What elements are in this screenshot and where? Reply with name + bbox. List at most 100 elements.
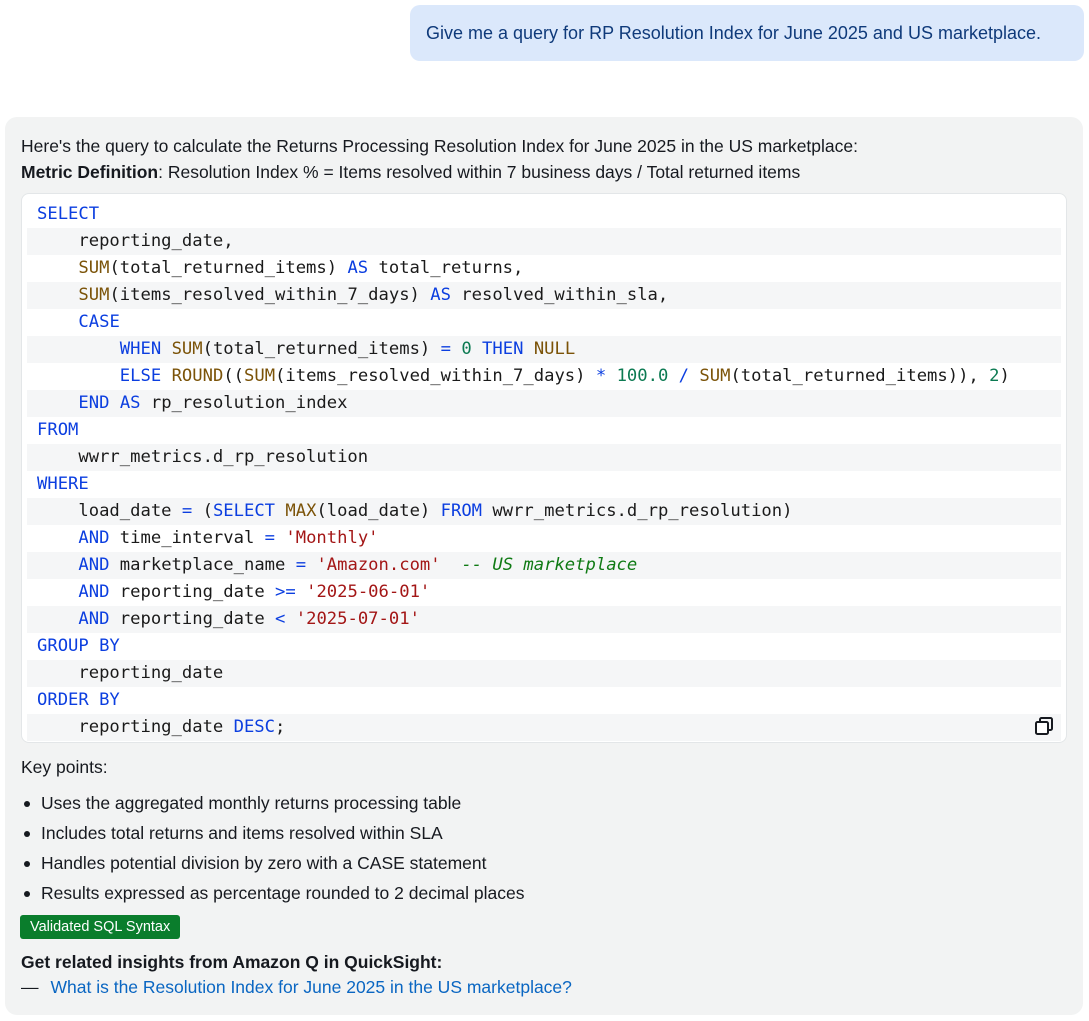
code-token: resolved_within_sla,: [450, 285, 669, 305]
code-token: -- US marketplace: [461, 555, 638, 575]
code-token: MAX: [285, 501, 317, 521]
validated-badge: Validated SQL Syntax: [20, 915, 181, 939]
code-token: [109, 393, 119, 413]
code-token: [37, 366, 120, 386]
code-token: [275, 528, 285, 548]
code-token: AND: [78, 609, 110, 629]
code-token: FROM: [37, 420, 79, 440]
code-token: *: [595, 366, 607, 386]
list-item: Handles potential division by zero with …: [21, 848, 524, 878]
code-lines: SELECT reporting_date, SUM(total_returne…: [22, 201, 1066, 741]
code-token: wwrr_metrics.d_rp_resolution): [482, 501, 793, 521]
code-token: (total_returned_items): [202, 339, 441, 359]
assistant-message-card: Here's the query to calculate the Return…: [5, 117, 1083, 1015]
code-token: 0: [461, 339, 472, 359]
code-token: reporting_date,: [37, 231, 234, 251]
code-line: load_date = (SELECT MAX(load_date) FROM …: [27, 498, 1061, 525]
code-token: (: [192, 501, 213, 521]
code-line: GROUP BY: [27, 633, 1061, 660]
code-token: marketplace_name: [109, 555, 296, 575]
code-token: [689, 366, 699, 386]
code-token: wwrr_metrics.d_rp_resolution: [37, 447, 369, 467]
code-token: SELECT: [37, 204, 100, 224]
code-token: (total_returned_items)),: [730, 366, 990, 386]
code-token: 'Monthly': [285, 528, 379, 548]
list-item: Uses the aggregated monthly returns proc…: [21, 788, 524, 818]
code-token: (load_date): [316, 501, 441, 521]
code-token: AS: [347, 258, 369, 278]
code-token: [37, 312, 78, 332]
code-token: [275, 501, 285, 521]
code-token: =: [295, 555, 307, 575]
related-insights-title: Get related insights from Amazon Q in Qu…: [21, 952, 443, 972]
metric-definition: Metric Definition: Resolution Index % = …: [21, 159, 1061, 185]
code-token: GROUP BY: [37, 636, 120, 656]
code-token: [451, 339, 461, 359]
code-token: SUM: [699, 366, 731, 386]
code-line: reporting_date,: [27, 228, 1061, 255]
code-line: ELSE ROUND((SUM(items_resolved_within_7_…: [27, 363, 1061, 390]
code-token: reporting_date: [109, 609, 276, 629]
code-line: AND reporting_date >= '2025-06-01': [27, 579, 1061, 606]
code-line: AND time_interval = 'Monthly': [27, 525, 1061, 552]
code-token: 2: [989, 366, 1000, 386]
code-token: reporting_date: [37, 717, 234, 737]
sql-code-block[interactable]: SELECT reporting_date, SUM(total_returne…: [21, 193, 1067, 743]
code-token: [472, 339, 482, 359]
code-token: '2025-07-01': [295, 609, 420, 629]
code-token: ;: [275, 717, 286, 737]
code-token: time_interval: [109, 528, 265, 548]
assistant-intro: Here's the query to calculate the Return…: [21, 133, 1061, 185]
code-token: [37, 582, 78, 602]
copy-icon[interactable]: [1034, 716, 1054, 736]
code-token: rp_resolution_index: [140, 393, 348, 413]
code-token: ELSE: [119, 366, 162, 386]
code-token: reporting_date: [37, 663, 224, 683]
code-token: FROM: [440, 501, 483, 521]
code-token: total_returns,: [368, 258, 524, 278]
code-line: END AS rp_resolution_index: [27, 390, 1061, 417]
code-token: =: [440, 339, 451, 359]
code-token: SUM: [244, 366, 276, 386]
code-token: AND: [78, 528, 110, 548]
code-token: [285, 609, 295, 629]
key-points-list: Uses the aggregated monthly returns proc…: [21, 788, 524, 908]
code-token: [161, 366, 171, 386]
code-token: [296, 582, 306, 602]
code-token: NULL: [533, 339, 576, 359]
code-token: [37, 393, 78, 413]
code-token: AND: [78, 582, 110, 602]
code-token: [37, 285, 78, 305]
code-line: reporting_date: [27, 660, 1061, 687]
code-token: [37, 528, 78, 548]
metric-text: : Resolution Index % = Items resolved wi…: [158, 162, 801, 182]
code-token: =: [264, 528, 276, 548]
related-insight-item: —What is the Resolution Index for June 2…: [21, 975, 572, 999]
list-item: Results expressed as percentage rounded …: [21, 878, 524, 908]
related-insight-link[interactable]: What is the Resolution Index for June 20…: [50, 977, 572, 997]
code-token: AS: [430, 285, 451, 305]
code-token: [523, 339, 533, 359]
code-line: WHERE: [27, 471, 1061, 498]
code-token: [37, 555, 78, 575]
code-token: load_date: [37, 501, 182, 521]
code-token: SELECT: [212, 501, 276, 521]
intro-text: Here's the query to calculate the Return…: [21, 136, 858, 156]
code-token: [441, 555, 462, 575]
code-token: CASE: [78, 312, 120, 332]
code-token: ORDER BY: [37, 690, 120, 710]
user-message-text: Give me a query for RP Resolution Index …: [426, 22, 1041, 43]
code-token: AS: [119, 393, 141, 413]
code-token: (total_returned_items): [109, 258, 348, 278]
key-points-label: Key points:: [21, 757, 108, 777]
code-line: AND marketplace_name = 'Amazon.com' -- U…: [27, 552, 1061, 579]
code-token: [37, 609, 78, 629]
code-line: wwrr_metrics.d_rp_resolution: [27, 444, 1061, 471]
code-line: reporting_date DESC;: [27, 714, 1061, 741]
code-token: reporting_date: [109, 582, 276, 602]
code-token: [606, 366, 616, 386]
code-token: 100.0: [616, 366, 669, 386]
code-token: THEN: [482, 339, 524, 359]
code-token: '2025-06-01': [306, 582, 431, 602]
code-line: FROM: [27, 417, 1061, 444]
